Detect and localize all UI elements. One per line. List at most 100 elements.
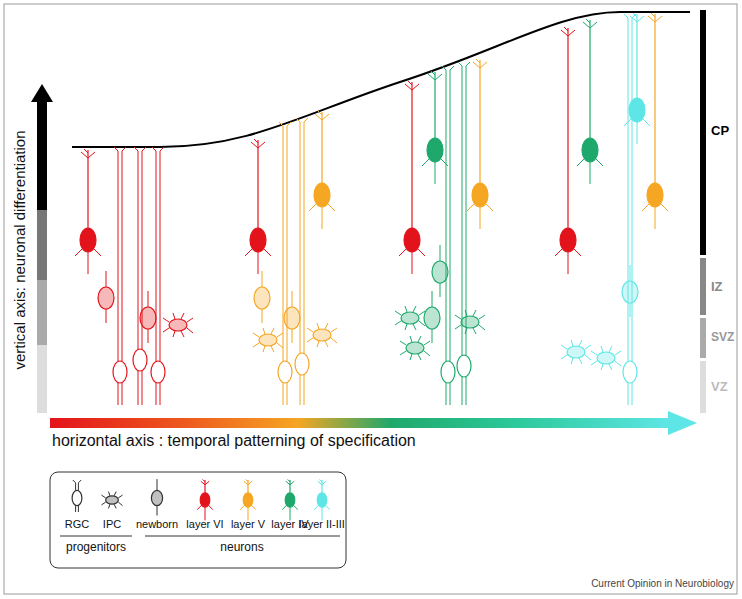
cell-part (395, 306, 425, 330)
cell-part (400, 336, 430, 360)
intermediate-progenitor (591, 346, 621, 370)
cell-part (259, 334, 277, 346)
cell-part (286, 479, 294, 484)
legend-text: newborn (136, 518, 178, 530)
frame (4, 4, 737, 594)
cell-part (243, 493, 253, 507)
radial-glia (295, 118, 309, 405)
cell-part (140, 307, 156, 329)
neuron (555, 27, 581, 274)
neuron (309, 111, 335, 229)
cell-part (284, 307, 300, 329)
intermediate-progenitor (455, 310, 485, 334)
cell-part (455, 310, 485, 334)
cell-part (622, 281, 638, 303)
cell-part (169, 319, 187, 331)
cell-part (560, 228, 576, 252)
cell-part (318, 479, 326, 484)
cell-part (428, 71, 442, 80)
cell-part (102, 492, 123, 509)
cell-part (253, 328, 283, 352)
radial-glia (113, 147, 127, 405)
cell-part (285, 493, 295, 507)
neuron (422, 71, 448, 184)
neuron (75, 149, 101, 274)
neuron (240, 479, 256, 520)
cell-part (283, 382, 287, 405)
cell-part (295, 353, 309, 375)
cell-part (582, 138, 598, 162)
neuron (245, 139, 271, 274)
zone-bar-iz (700, 258, 706, 315)
cell-part (405, 81, 419, 90)
radial-glia (133, 147, 147, 405)
intermediate-progenitor (307, 323, 337, 347)
cell-part (73, 480, 81, 491)
group-line (145, 536, 340, 537)
zone-label: IZ (711, 280, 723, 294)
cell-part (561, 27, 575, 36)
newborn-neuron (432, 245, 448, 297)
pial-surface (72, 12, 690, 147)
radial-glia (457, 62, 471, 405)
cell-part (458, 62, 470, 356)
neuron (467, 59, 493, 229)
cell-part (624, 14, 636, 362)
cell-part (647, 183, 663, 207)
cell-part (244, 479, 252, 484)
intermediate-progenitor (102, 492, 123, 509)
cell-part (156, 382, 160, 405)
cell-part (442, 66, 454, 362)
cell-part (424, 307, 440, 329)
cell-part (404, 228, 420, 252)
zone-label: CP (711, 124, 729, 138)
legend-text: layer VI (186, 518, 223, 530)
cell-part (479, 60, 480, 183)
neuron (197, 479, 213, 520)
cell-part (87, 150, 88, 228)
cell-part (114, 147, 126, 362)
cell-part (80, 228, 96, 252)
cell-part (200, 493, 210, 507)
cell-part (321, 112, 322, 183)
cell-part (163, 313, 193, 337)
newborn-neuron (284, 291, 300, 343)
radial-glia (441, 66, 455, 405)
cell-part (589, 20, 590, 138)
zone-bar-vz (700, 361, 706, 413)
cell-part (411, 82, 412, 228)
cell-part (278, 361, 292, 383)
cell-part (106, 496, 119, 504)
newborn-neuron (98, 271, 114, 323)
neuron (577, 19, 603, 184)
cell-part (441, 361, 455, 383)
cell-part (315, 111, 329, 120)
cell-part (561, 340, 591, 364)
cell-part (427, 138, 443, 162)
time-axis-bar (50, 418, 670, 428)
newborn-neuron (424, 291, 440, 343)
zone-label: SVZ (711, 331, 734, 344)
cell-part (313, 329, 331, 341)
credit-note: Current Opinion in Neurobiology (591, 578, 734, 589)
cell-part (307, 323, 337, 347)
cell-part (630, 13, 644, 22)
radial-glia (72, 480, 82, 512)
cell-part (629, 98, 645, 122)
cell-part (251, 139, 265, 148)
cell-part (72, 490, 82, 505)
cell-part (461, 316, 479, 328)
cell-part (628, 382, 632, 405)
cell-part (138, 370, 142, 405)
cell-part (583, 19, 597, 28)
cell-part (81, 149, 95, 158)
axis-label: vertical axis: neuronal differentiation (12, 130, 29, 369)
cell-part (636, 14, 637, 98)
cell-part (250, 228, 266, 252)
neuron (642, 13, 668, 229)
cell-part (597, 352, 615, 364)
cell-part (457, 355, 471, 377)
intermediate-progenitor (253, 328, 283, 352)
cell-part (432, 261, 448, 283)
